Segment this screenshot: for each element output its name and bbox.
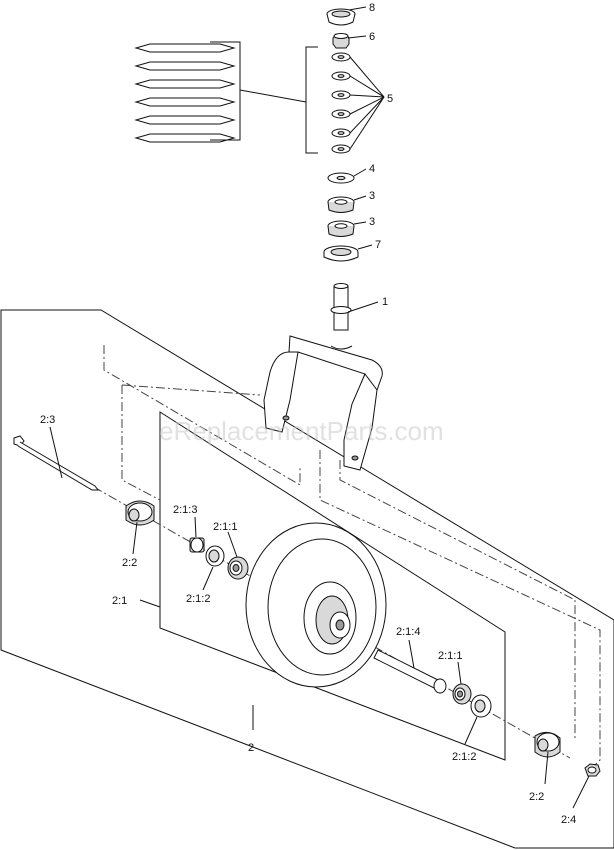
part-2-2-spacer-left: [125, 500, 155, 526]
callout-3-lower: 3: [369, 216, 375, 228]
part-2-1-1-bearing-right: [452, 683, 472, 705]
callout-6: 6: [369, 31, 375, 43]
centerline-main: [339, 460, 576, 740]
assembly-2-panel: [0, 309, 614, 849]
shim-detail-bracket-right: [305, 46, 318, 154]
watermark-text: eReplacementParts.com: [159, 416, 444, 446]
callout-2-1-2-right: 2:1:2: [452, 751, 476, 763]
callout-1: 1: [382, 296, 388, 308]
part-2-1-1-bearing-left: [227, 556, 249, 580]
callout-5: 5: [387, 93, 393, 105]
part-8-dust-cap: [326, 8, 356, 26]
callout-2-1: 2:1: [112, 595, 127, 607]
part-7-seal: [323, 245, 359, 262]
assembly-2-1-panel: [159, 411, 506, 761]
callout-2-2-right: 2:2: [529, 791, 544, 803]
part-4-washer: [327, 172, 355, 184]
leader-lines: [49, 6, 590, 809]
callout-2-3: 2:3: [40, 414, 55, 426]
part-3-bearing-upper: [327, 196, 355, 213]
centerline-frame-right: [319, 450, 601, 771]
callout-2-2-left: 2:2: [122, 557, 137, 569]
part-3-bearing-lower: [327, 220, 355, 237]
part-6-nut: [332, 33, 350, 49]
wheel-tire: [245, 522, 387, 688]
part-2-1-2-seal-right: [470, 694, 492, 718]
callout-2-1-3: 2:1:3: [173, 504, 197, 516]
part-2-1-2-seal-left: [205, 545, 225, 567]
centerline-axle-left: [103, 345, 301, 486]
part-2-3-axle-bolt: [13, 435, 99, 491]
callout-8: 8: [369, 2, 375, 14]
callout-3-upper: 3: [369, 190, 375, 202]
callout-4: 4: [369, 163, 375, 175]
callout-2-4: 2:4: [561, 814, 576, 826]
part-2-4-nut: [584, 763, 601, 777]
shim-detail-bracket-left: [210, 41, 307, 141]
callout-2-1-1-left: 2:1:1: [213, 521, 237, 533]
callout-2: 2: [248, 742, 254, 754]
part-1-caster-fork: [263, 283, 383, 471]
part-2-1-3-spacer: [189, 537, 205, 553]
callout-2-1-1-right: 2:1:1: [438, 650, 462, 662]
part-2-2-spacer-right: [534, 732, 561, 758]
callout-2-1-4: 2:1:4: [396, 626, 420, 638]
centerline-frame-inner: [121, 384, 261, 501]
part-2-1-4-axle-tube: [373, 649, 447, 694]
shim-stack-detail: [134, 43, 236, 143]
part-5-shims: [331, 52, 351, 154]
callout-2-1-2-left: 2:1:2: [186, 593, 210, 605]
callout-7: 7: [375, 239, 381, 251]
